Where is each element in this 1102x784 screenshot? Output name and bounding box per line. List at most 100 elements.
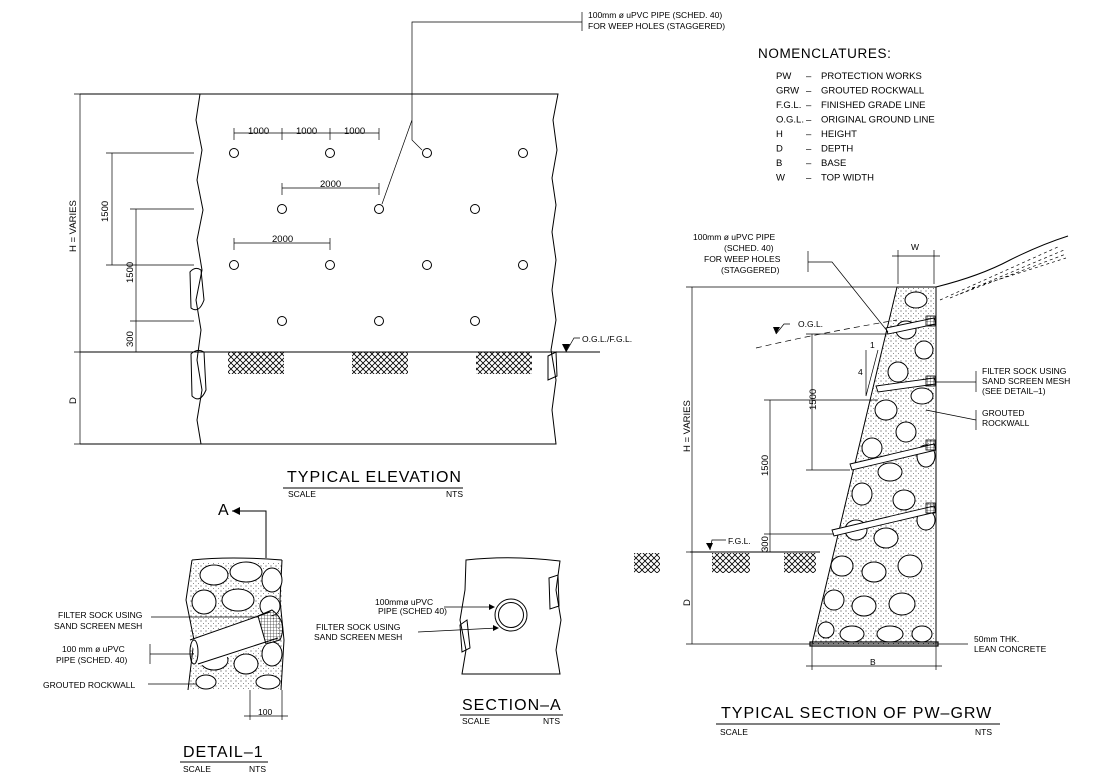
dim-1000: 1000 — [248, 126, 269, 137]
dim-1500: 1500 — [760, 455, 771, 476]
fgl-arrow — [706, 543, 713, 550]
nomenclature-dash: – — [806, 144, 812, 155]
nomenclature-abbr: H — [776, 129, 783, 140]
nomenclature-dash: – — [806, 158, 812, 169]
section-a: 100mmø uPVC PIPE (SCHED 40) FILTER SOCK … — [314, 557, 563, 726]
slope-1: 1 — [870, 340, 875, 350]
section-pipe-note-2: (SCHED. 40) — [724, 243, 774, 253]
section-cut-line — [232, 510, 267, 558]
ogl-label: O.G.L. — [798, 319, 823, 329]
nomenclature-desc: TOP WIDTH — [821, 173, 874, 184]
section-marker-a: A — [218, 502, 230, 519]
section-concrete-note-1: 50mm THK. — [974, 634, 1019, 644]
nomenclature-title: NOMENCLATURES: — [758, 46, 891, 61]
section-grouted-note-2: ROCKWALL — [982, 418, 1030, 428]
lean-concrete — [809, 641, 939, 647]
typical-section: O.G.L. 1 4 F.G.L. — [634, 232, 1070, 737]
section-a-title: SECTION–A — [462, 697, 562, 714]
nomenclature-dash: – — [806, 173, 812, 184]
weep-hole — [229, 260, 239, 270]
slope-4: 4 — [858, 367, 863, 377]
slope-triangle — [865, 349, 879, 397]
nomenclature-desc: ORIGINAL GROUND LINE — [821, 115, 935, 126]
elevation-dimension-lines — [233, 128, 380, 250]
h-varies-label: H = VARIES — [68, 200, 79, 252]
edge-stone — [189, 267, 205, 311]
typical-elevation: 1000 1000 1000 2000 2000 1500 1500 300 H… — [68, 10, 725, 499]
section-filter-note-2: SAND SCREEN MESH — [982, 376, 1070, 386]
backfill-slope — [935, 235, 1069, 288]
detail-title: DETAIL–1 — [183, 744, 264, 761]
ogl-marker — [775, 323, 790, 335]
dim-300: 300 — [125, 331, 136, 347]
ogl-arrow — [773, 327, 780, 334]
section-a-filter-note-2: SAND SCREEN MESH — [314, 632, 402, 642]
section-a-pipe-note-1: 100mmø uPVC — [375, 597, 433, 607]
nomenclature-abbr: O.G.L. — [776, 115, 804, 126]
nomenclature-dash: – — [806, 100, 812, 111]
pipe-end — [189, 639, 199, 665]
pipe-clear — [190, 612, 280, 666]
h-varies-label: H = VARIES — [682, 400, 693, 452]
scale-value: NTS — [543, 716, 560, 726]
nomenclature-desc: HEIGHT — [821, 129, 857, 140]
dim-1500: 1500 — [808, 389, 819, 410]
wall-rocks — [817, 291, 936, 643]
section-weep-pipes — [831, 315, 937, 537]
nomenclature-abbr: PW — [776, 71, 791, 82]
dim-1500: 1500 — [125, 262, 136, 283]
weep-hole — [470, 204, 480, 214]
scale-label: SCALE — [462, 716, 490, 726]
detail-pipe-note-2: PIPE (SCHED. 40) — [56, 655, 127, 665]
ground-hatch — [784, 553, 816, 573]
detail-filter-note-1: FILTER SOCK USING — [58, 610, 142, 620]
section-a-filter-note-1: FILTER SOCK USING — [316, 622, 400, 632]
filter-leader — [936, 371, 977, 392]
pipe-note-line2: FOR WEEP HOLES (STAGGERED) — [588, 21, 725, 31]
section-filter-note-3: (SEE DETAIL–1) — [982, 386, 1046, 396]
edge-stone — [459, 619, 471, 653]
weep-hole — [277, 204, 287, 214]
elevation-title: TYPICAL ELEVATION — [287, 469, 462, 486]
section-pipe-note-3: FOR WEEP HOLES — [704, 254, 781, 264]
elevation-vertical-dimensions — [74, 93, 194, 445]
scale-value: NTS — [249, 764, 266, 774]
pipe-outer — [494, 598, 528, 632]
nomenclature-abbr: F.G.L. — [776, 100, 801, 111]
weep-hole — [277, 316, 287, 326]
weep-hole — [374, 316, 384, 326]
ground-hatch — [634, 553, 660, 573]
fgl-marker — [709, 539, 726, 551]
nomenclature-dash: – — [806, 86, 812, 97]
weep-hole — [422, 260, 432, 270]
section-concrete-note-2: LEAN CONCRETE — [974, 644, 1047, 654]
weep-hole — [325, 260, 335, 270]
edge-stone — [190, 349, 207, 400]
nomenclature-desc: DEPTH — [821, 144, 853, 155]
nomenclature-desc: BASE — [821, 158, 846, 169]
section-a-leaders — [417, 606, 498, 633]
pipe-note-line1: 100mm ø uPVC PIPE (SCHED. 40) — [588, 10, 722, 20]
section-pipe-note-4: (STAGGERED) — [721, 265, 780, 275]
ogl-fgl-label: O.G.L./F.G.L. — [582, 334, 632, 344]
d-label: D — [682, 599, 693, 606]
section-title: TYPICAL SECTION OF PW–GRW — [721, 705, 992, 722]
dim-300: 300 — [760, 536, 771, 552]
weep-hole — [325, 148, 335, 158]
section-a-outline — [459, 557, 562, 675]
nomenclature-dash: – — [806, 115, 812, 126]
nomenclature-abbr: W — [776, 173, 785, 184]
pipe-leader — [807, 251, 889, 333]
pipe-edge — [197, 637, 279, 665]
nomenclature-desc: PROTECTION WORKS — [821, 71, 922, 82]
ground-hatch — [712, 553, 750, 573]
nomenclature-dash: – — [806, 129, 812, 140]
nomenclature-abbr: GRW — [776, 86, 799, 97]
b-label: B — [870, 657, 876, 667]
d-label: D — [68, 397, 79, 404]
detail-1: A — [43, 502, 288, 774]
nomenclature-abbr: B — [776, 158, 782, 169]
detail-leaders — [148, 616, 288, 720]
